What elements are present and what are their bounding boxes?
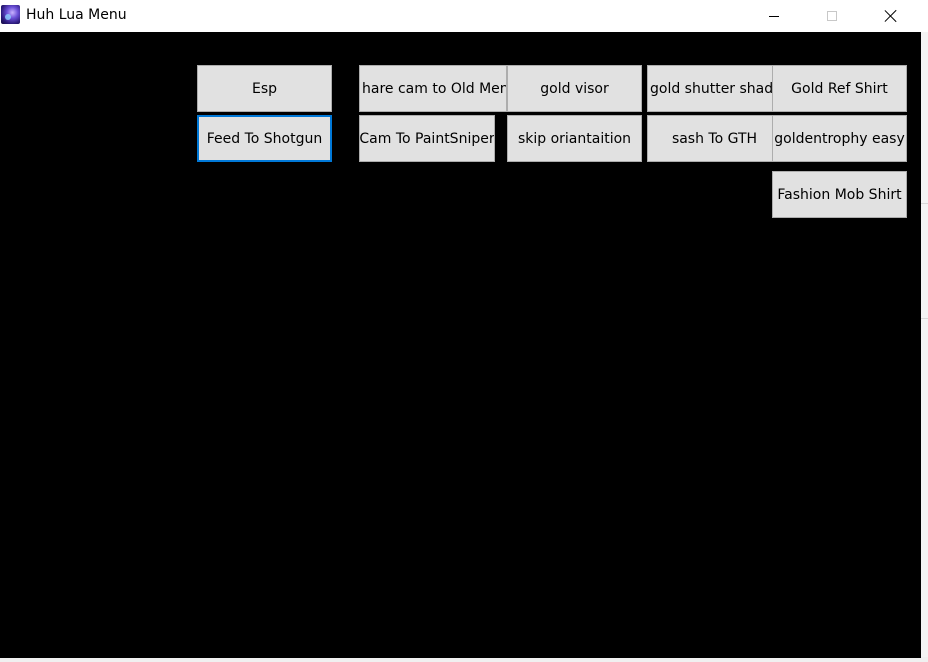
share-cam-button[interactable]: hare cam to Old Menu — [359, 65, 507, 112]
esp-button[interactable]: Esp — [197, 65, 332, 112]
feed-to-shotgun-button[interactable]: Feed To Shotgun — [197, 115, 332, 162]
title-bar[interactable]: Huh Lua Menu — [0, 0, 921, 32]
minimize-button[interactable] — [745, 0, 803, 32]
background-divider — [921, 318, 928, 319]
close-button[interactable] — [862, 0, 920, 32]
gold-visor-button[interactable]: gold visor — [507, 65, 642, 112]
maximize-button[interactable] — [803, 0, 861, 32]
maximize-icon — [827, 11, 837, 21]
skip-orientation-button[interactable]: skip oriantaition — [507, 115, 642, 162]
goldentrophy-easy-button[interactable]: goldentrophy easy — [772, 115, 907, 162]
sash-to-gth-button[interactable]: sash To GTH — [647, 115, 782, 162]
cam-to-paintsniper-button[interactable]: Cam To PaintSniper — [359, 115, 495, 162]
minimize-icon — [769, 15, 779, 17]
gold-shutter-shades-button[interactable]: gold shutter shades — [647, 65, 773, 112]
app-icon — [1, 5, 20, 24]
gold-ref-shirt-button[interactable]: Gold Ref Shirt — [772, 65, 907, 112]
fashion-mob-shirt-button[interactable]: Fashion Mob Shirt — [772, 171, 907, 218]
background-taskbar-edge — [0, 657, 928, 662]
background-desktop-edge — [921, 32, 928, 662]
window-title: Huh Lua Menu — [26, 7, 127, 23]
close-icon — [884, 9, 898, 23]
background-divider — [921, 203, 928, 204]
